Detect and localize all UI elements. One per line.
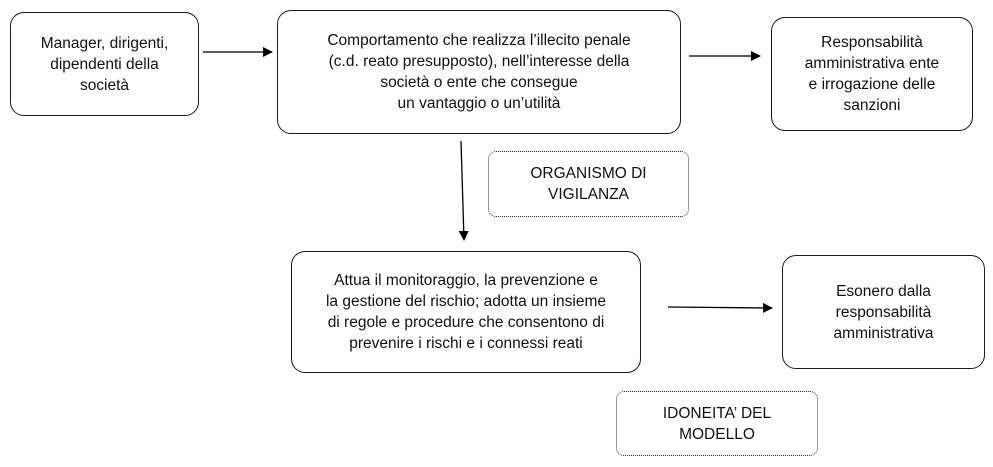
node-supervisory-body-label: ORGANISMO DI VIGILANZA	[530, 165, 647, 203]
arrow-measures-to-exemption	[667, 302, 773, 313]
node-actors-label: Manager, dirigenti, dipendenti della soc…	[40, 34, 169, 94]
node-liability: Responsabilità amministrativa ente e irr…	[771, 17, 973, 131]
node-measures-label: Attua il monitoraggio, la prevenzione e …	[325, 272, 607, 352]
node-model-suitability: IDONEITA’ DEL MODELLO	[616, 391, 818, 456]
node-model-suitability-label: IDONEITA’ DEL MODELLO	[662, 404, 772, 443]
node-actors: Manager, dirigenti, dipendenti della soc…	[10, 12, 199, 116]
node-exemption: Esonero dalla responsabilità amministrat…	[782, 255, 985, 369]
node-liability-label: Responsabilità amministrativa ente e irr…	[804, 34, 940, 114]
arrow-behavior-to-measures	[458, 140, 469, 241]
node-behavior: Comportamento che realizza l’illecito pe…	[277, 10, 681, 134]
node-supervisory-body: ORGANISMO DI VIGILANZA	[488, 151, 689, 217]
node-measures: Attua il monitoraggio, la prevenzione e …	[291, 251, 641, 373]
node-behavior-label: Comportamento che realizza l’illecito pe…	[327, 32, 631, 112]
node-exemption-label: Esonero dalla responsabilità amministrat…	[833, 282, 934, 342]
